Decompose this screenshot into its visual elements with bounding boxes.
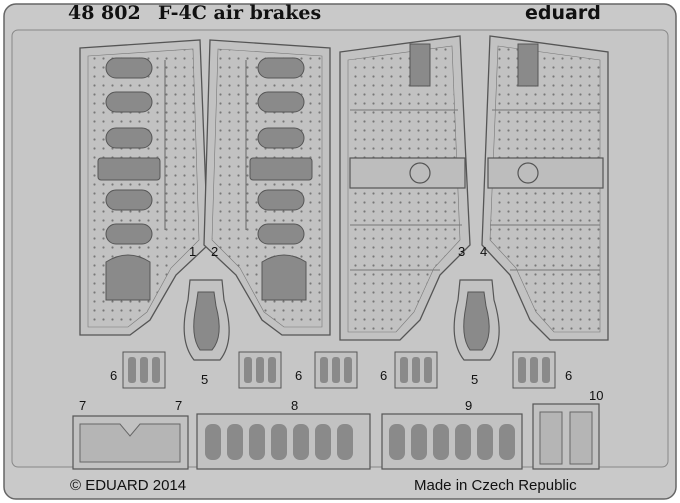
part-7-cover-plate [72,415,189,470]
part-6-hinge-set-3 [314,351,358,389]
part-label-3: 3 [458,244,466,259]
part-9-strip [381,413,523,470]
part-6-hinge-set-5 [512,351,556,389]
part-label-1: 1 [189,244,197,259]
part-2-air-brake [203,39,331,336]
part-label-6-c: 6 [380,368,388,383]
part-6-hinge-set-4 [394,351,438,389]
part-label-7-right: 7 [175,398,183,413]
part-label-6-d: 6 [565,368,573,383]
part-5-bracket-left [183,279,230,361]
part-label-8: 8 [291,398,299,413]
part-label-9: 9 [465,398,473,413]
origin-text: Made in Czech Republic [414,477,577,494]
part-10-plates [532,403,600,470]
part-4-air-brake [481,35,609,341]
brand-logo: eduard [525,2,601,24]
part-label-5-left: 5 [201,372,209,387]
part-3-air-brake [339,35,471,341]
part-8-strip [196,413,371,470]
part-6-hinge-set-1 [122,351,166,389]
part-label-5-right: 5 [471,372,479,387]
part-label-10: 10 [589,388,604,403]
part-label-6-b: 6 [295,368,303,383]
part-label-7-left: 7 [79,398,87,413]
part-label-2: 2 [211,244,219,259]
part-label-4: 4 [480,244,488,259]
copyright-text: © EDUARD 2014 [70,477,187,494]
part-label-6-a: 6 [110,368,118,383]
kit-number: 48 802 [68,2,141,24]
part-5-bracket-right [453,279,500,361]
part-1-air-brake [79,39,209,336]
part-6-hinge-set-2 [238,351,282,389]
kit-title: F-4C air brakes [158,2,322,24]
